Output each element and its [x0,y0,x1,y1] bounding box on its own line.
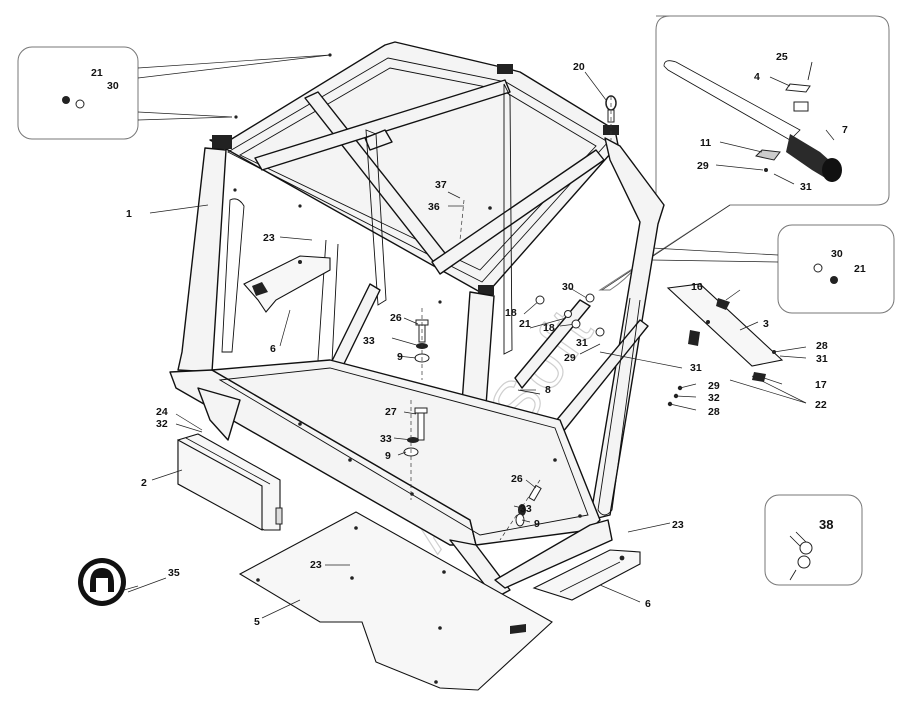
label-part-27: 27 [385,406,397,418]
label-part-29-b: 29 [564,352,576,364]
label-part-28-b: 28 [708,406,720,418]
label-part-1: 1 [126,208,132,220]
label-part-26-b: 26 [511,473,523,485]
label-part-31-c: 31 [690,362,702,374]
label-part-18-a: 18 [505,307,517,319]
label-part-7: 7 [842,124,848,136]
label-part-32-b: 32 [708,392,720,404]
clip-4-icon [785,83,811,93]
bracket-6-left [243,255,331,313]
leader-lines [149,71,807,619]
small-fasteners-right [535,293,776,407]
label-part-16: 16 [691,281,703,293]
label-part-30-b: 30 [831,248,843,260]
label-part-28-a: 28 [816,340,828,352]
label-part-8: 8 [545,384,551,396]
label-part-20: 20 [573,61,585,73]
door-plate-3 [666,283,784,382]
detail-box-top-left [17,46,332,140]
label-part-6-left: 6 [270,343,276,355]
bolt-21-icon [830,276,838,284]
label-part-21-b: 21 [854,263,866,275]
detail-box-right [648,224,895,314]
washer-30-icon [75,99,85,109]
floor-plate-5 [238,511,553,691]
label-part-31-d: 31 [816,353,828,365]
bolt-21-icon [62,96,70,104]
label-part-24: 24 [156,406,168,418]
label-part-6-right: 6 [645,598,651,610]
label-part-4: 4 [754,71,760,83]
block-icon [793,101,809,112]
cab-frame-1 [169,41,665,599]
label-part-30-c: 30 [562,281,574,293]
label-part-3: 3 [763,318,769,330]
label-part-36: 36 [428,201,440,213]
label-part-23-b: 23 [310,559,322,571]
label-part-29-c: 29 [708,380,720,392]
safety-sign-35 [78,558,126,606]
bracket-11-icon [755,149,781,161]
label-part-21-c: 21 [519,318,531,330]
label-part-30-a: 30 [107,80,119,92]
label-part-22: 22 [815,399,827,411]
label-part-17: 17 [815,379,827,391]
label-part-11: 11 [700,137,711,149]
handle-bar-7 [663,60,842,182]
label-part-32-a: 32 [156,418,168,430]
label-part-25: 25 [776,51,788,63]
label-part-38: 38 [819,517,833,532]
part-labels: 1 2 3 4 5 6 6 7 8 9 9 9 11 16 17 18 18 2… [91,51,866,628]
label-part-5: 5 [254,616,260,628]
detail-box-top-right [598,15,890,291]
label-part-31-a: 31 [800,181,812,193]
label-part-33-b: 33 [380,433,392,445]
label-part-9-b: 9 [385,450,391,462]
washer-30-icon [813,263,823,273]
label-part-35: 35 [168,567,180,579]
label-part-23-c: 23 [672,519,684,531]
label-part-37: 37 [435,179,447,191]
label-part-18-b: 18 [543,322,555,334]
label-part-33-a: 33 [363,335,375,347]
label-part-9-c: 9 [534,518,540,530]
label-part-33-c: 33 [520,503,532,515]
label-part-21-a: 21 [91,67,103,79]
box-2 [177,433,283,531]
label-part-23-a: 23 [263,232,275,244]
label-part-29-a: 29 [697,160,709,172]
label-part-26-a: 26 [390,312,402,324]
bracket-6-right [532,549,641,601]
label-part-2: 2 [141,477,147,489]
label-part-31-b: 31 [576,337,588,349]
label-part-9-a: 9 [397,351,403,363]
detail-box-key[interactable] [764,494,863,586]
